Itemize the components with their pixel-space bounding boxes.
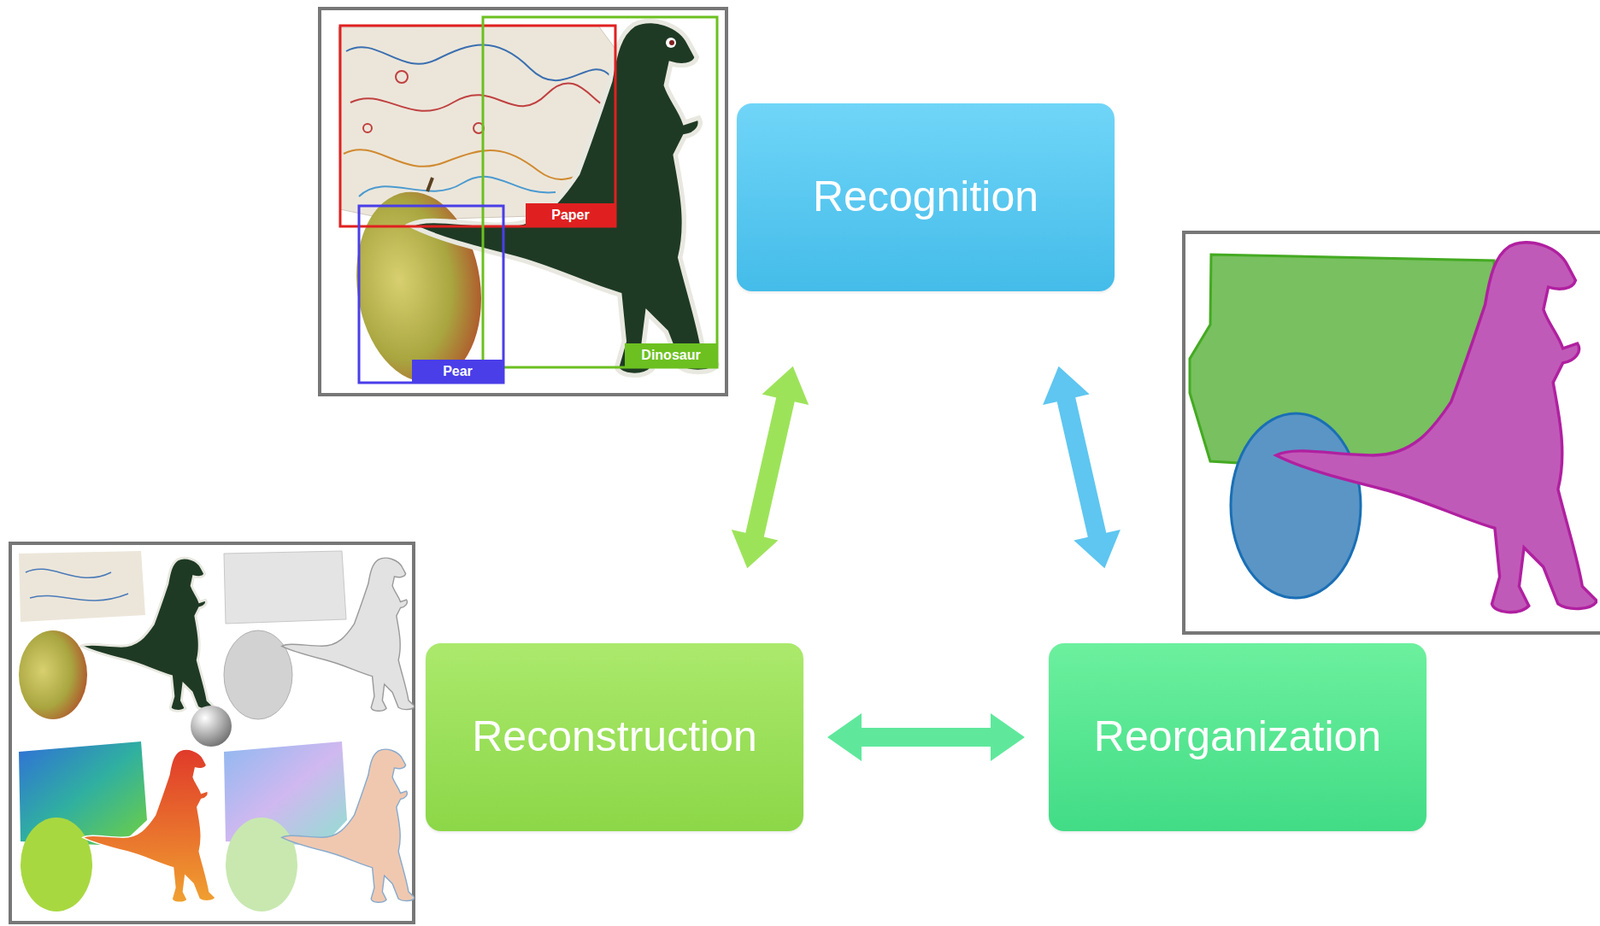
box-label: Reorganization <box>1094 712 1382 763</box>
process-box: Recognition <box>736 103 1115 292</box>
pear-stem <box>427 177 433 192</box>
pear <box>18 630 88 720</box>
normal-render <box>223 741 415 912</box>
process-box: Reorganization <box>1048 643 1427 832</box>
scribble <box>358 176 556 197</box>
scribble <box>343 149 612 180</box>
bounding-box <box>358 205 504 383</box>
pear-normals <box>225 817 298 912</box>
label-tag <box>624 343 718 367</box>
label-tag <box>411 359 504 383</box>
object-tag: Dinosaur <box>624 348 718 363</box>
scribble <box>395 70 408 83</box>
recognition-image <box>319 8 727 395</box>
paper-scribbles <box>343 45 612 198</box>
image-frame <box>319 8 727 395</box>
double-arrow <box>1042 366 1121 569</box>
process-box: Reconstruction <box>425 643 804 832</box>
dinosaur <box>410 21 718 377</box>
pear-shape <box>223 630 293 720</box>
double-arrow <box>827 713 1025 762</box>
image-frame <box>1183 232 1600 634</box>
dinosaur-depth <box>82 749 216 903</box>
pear-region <box>1230 413 1361 599</box>
paper-sheet <box>18 551 146 623</box>
pear <box>344 183 494 391</box>
scribble <box>346 45 612 82</box>
scribble <box>350 82 612 111</box>
pear-depth <box>20 817 93 912</box>
scribble <box>25 569 129 601</box>
double-arrow <box>731 366 809 569</box>
shading-render <box>223 551 415 720</box>
bounding-box <box>482 17 718 368</box>
paper-shape <box>223 551 347 624</box>
lighting-sphere <box>190 705 232 748</box>
depth-render <box>18 741 216 912</box>
dinosaur <box>81 558 214 712</box>
scribble <box>363 123 372 133</box>
box-label: Reconstruction <box>471 712 758 763</box>
dinosaur-eye <box>665 37 677 48</box>
object-tag: Pear <box>411 364 504 379</box>
dinosaur-normals <box>282 749 415 903</box>
dinosaur-region <box>1276 242 1597 613</box>
reorganization-image <box>1183 232 1600 634</box>
box-label: Recognition <box>812 172 1039 223</box>
dinosaur-eye <box>669 40 675 46</box>
texture-render <box>18 551 214 720</box>
reconstruction-image <box>10 543 415 924</box>
image-frame <box>10 543 414 924</box>
label-tag <box>525 203 616 227</box>
object-tag: Paper <box>525 208 616 223</box>
bounding-box <box>340 25 616 227</box>
dinosaur-shape <box>282 558 415 712</box>
